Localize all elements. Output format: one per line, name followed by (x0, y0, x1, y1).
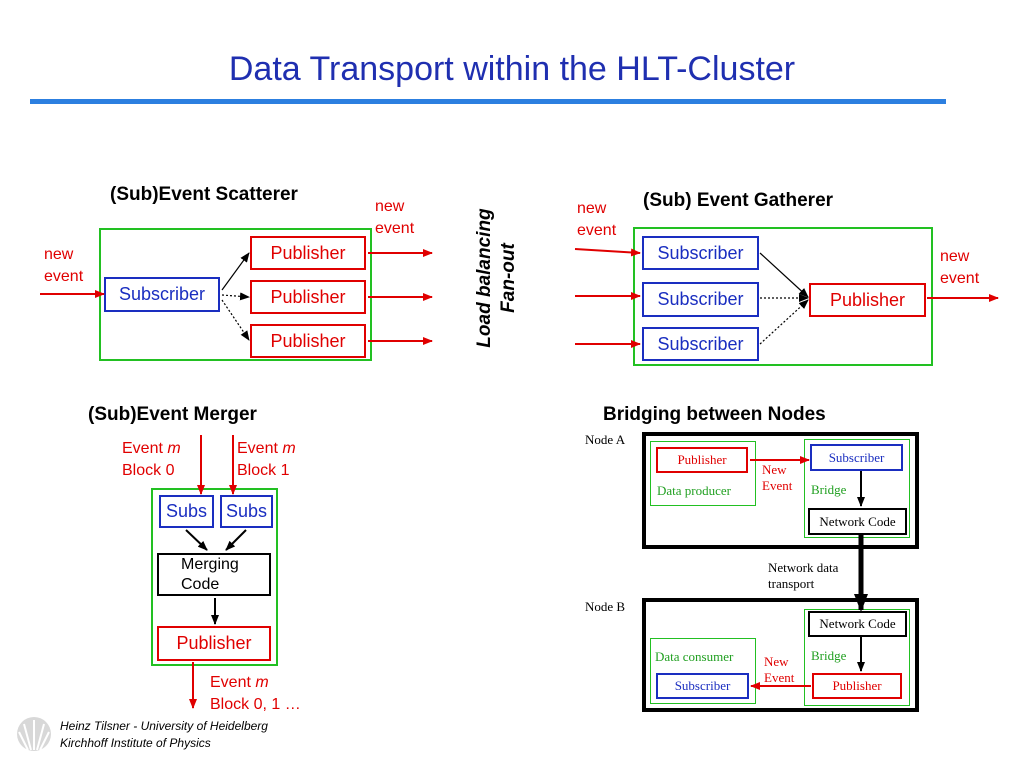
network-transport-label: Network data transport (768, 560, 839, 591)
scatterer-subscriber-box: Subscriber (104, 277, 220, 312)
merger-input2-prefix: Event (237, 440, 283, 457)
gatherer-heading: (Sub) Event Gatherer (643, 190, 834, 211)
node-a-box (642, 432, 919, 549)
footer-institute: Kirchhoff Institute of Physics (60, 736, 211, 750)
gatherer-input-arrow (574, 248, 641, 257)
merger-output-label: Event m Block 0, 1 … (210, 672, 301, 716)
merger-input1-block: Block 0 (122, 462, 175, 479)
merger-output-prefix: Event (210, 674, 256, 691)
node-b-box (642, 598, 919, 712)
merger-input2-block: Block 1 (237, 462, 290, 479)
scatterer-fanout-arrow (221, 299, 250, 341)
page-title: Data Transport within the HLT-Cluster (228, 50, 796, 88)
gatherer-fanin-arrow (759, 252, 809, 298)
node-a-bridge-label: Bridge (811, 482, 847, 497)
university-seal-icon (17, 717, 51, 751)
merger-heading: (Sub)Event Merger (88, 404, 257, 425)
scatterer-fanout-arrow (221, 252, 250, 291)
gatherer-publisher-box: Publisher (809, 283, 926, 317)
merger-subs-arrow (225, 529, 247, 551)
node-b-new-event-label: New Event (764, 654, 795, 685)
node-a-network-code-box: Network Code (808, 508, 907, 535)
scatterer-heading: (Sub)Event Scatterer (110, 184, 298, 205)
merging-code-box: Merging Code (157, 553, 271, 596)
merger-input1-prefix: Event (122, 440, 168, 457)
footer-author: Heinz Tilsner - University of Heidelberg (60, 719, 268, 733)
title-underline (30, 99, 946, 104)
gatherer-subscriber-box: Subscriber (642, 282, 759, 317)
gatherer-subscriber-box: Subscriber (642, 327, 759, 361)
merger-subs-box: Subs (159, 495, 214, 528)
node-b-consumer-box (650, 638, 756, 704)
node-a-bridge-box (804, 439, 910, 538)
node-a-new-event-label: New Event (762, 462, 793, 493)
scatterer-output-label: new event (375, 198, 415, 237)
node-b-bridge-label: Bridge (811, 648, 847, 663)
node-a-subscriber-box: Subscriber (810, 444, 903, 471)
scatterer-publisher-box: Publisher (250, 236, 366, 270)
node-b-consumer-label: Data consumer (655, 649, 734, 664)
gatherer-subscriber-box: Subscriber (642, 236, 759, 270)
merger-component-box (151, 488, 278, 666)
gatherer-input-label: new event (577, 200, 617, 239)
scatterer-input-label: new event (44, 246, 84, 285)
merger-subs-box: Subs (220, 495, 273, 528)
scatterer-publisher-box: Publisher (250, 324, 366, 358)
node-a-publisher-box: Publisher (656, 447, 748, 473)
merger-output-block: Block 0, 1 … (210, 696, 301, 713)
node-a-producer-box (650, 441, 756, 506)
node-a-producer-label: Data producer (657, 483, 731, 498)
merger-subs-arrow (185, 529, 208, 551)
bridging-heading: Bridging between Nodes (603, 404, 826, 425)
scatterer-fanout-arrow (221, 292, 250, 301)
node-b-label: Node B (585, 599, 626, 614)
node-b-network-code-box: Network Code (808, 611, 907, 637)
merger-publisher-box: Publisher (157, 626, 271, 661)
scatterer-publisher-box: Publisher (250, 280, 366, 314)
node-a-label: Node A (585, 432, 626, 447)
node-b-publisher-box: Publisher (812, 673, 902, 699)
gatherer-output-label: new event (940, 248, 980, 287)
merger-input1-label: Event m Block 0 (122, 438, 181, 482)
gatherer-fanin-arrow (759, 299, 809, 345)
node-b-subscriber-box: Subscriber (656, 673, 749, 699)
merger-output-var: m (255, 674, 269, 691)
merger-input1-var: m (167, 440, 181, 457)
merger-input2-label: Event m Block 1 (237, 438, 296, 482)
merger-input2-var: m (282, 440, 296, 457)
